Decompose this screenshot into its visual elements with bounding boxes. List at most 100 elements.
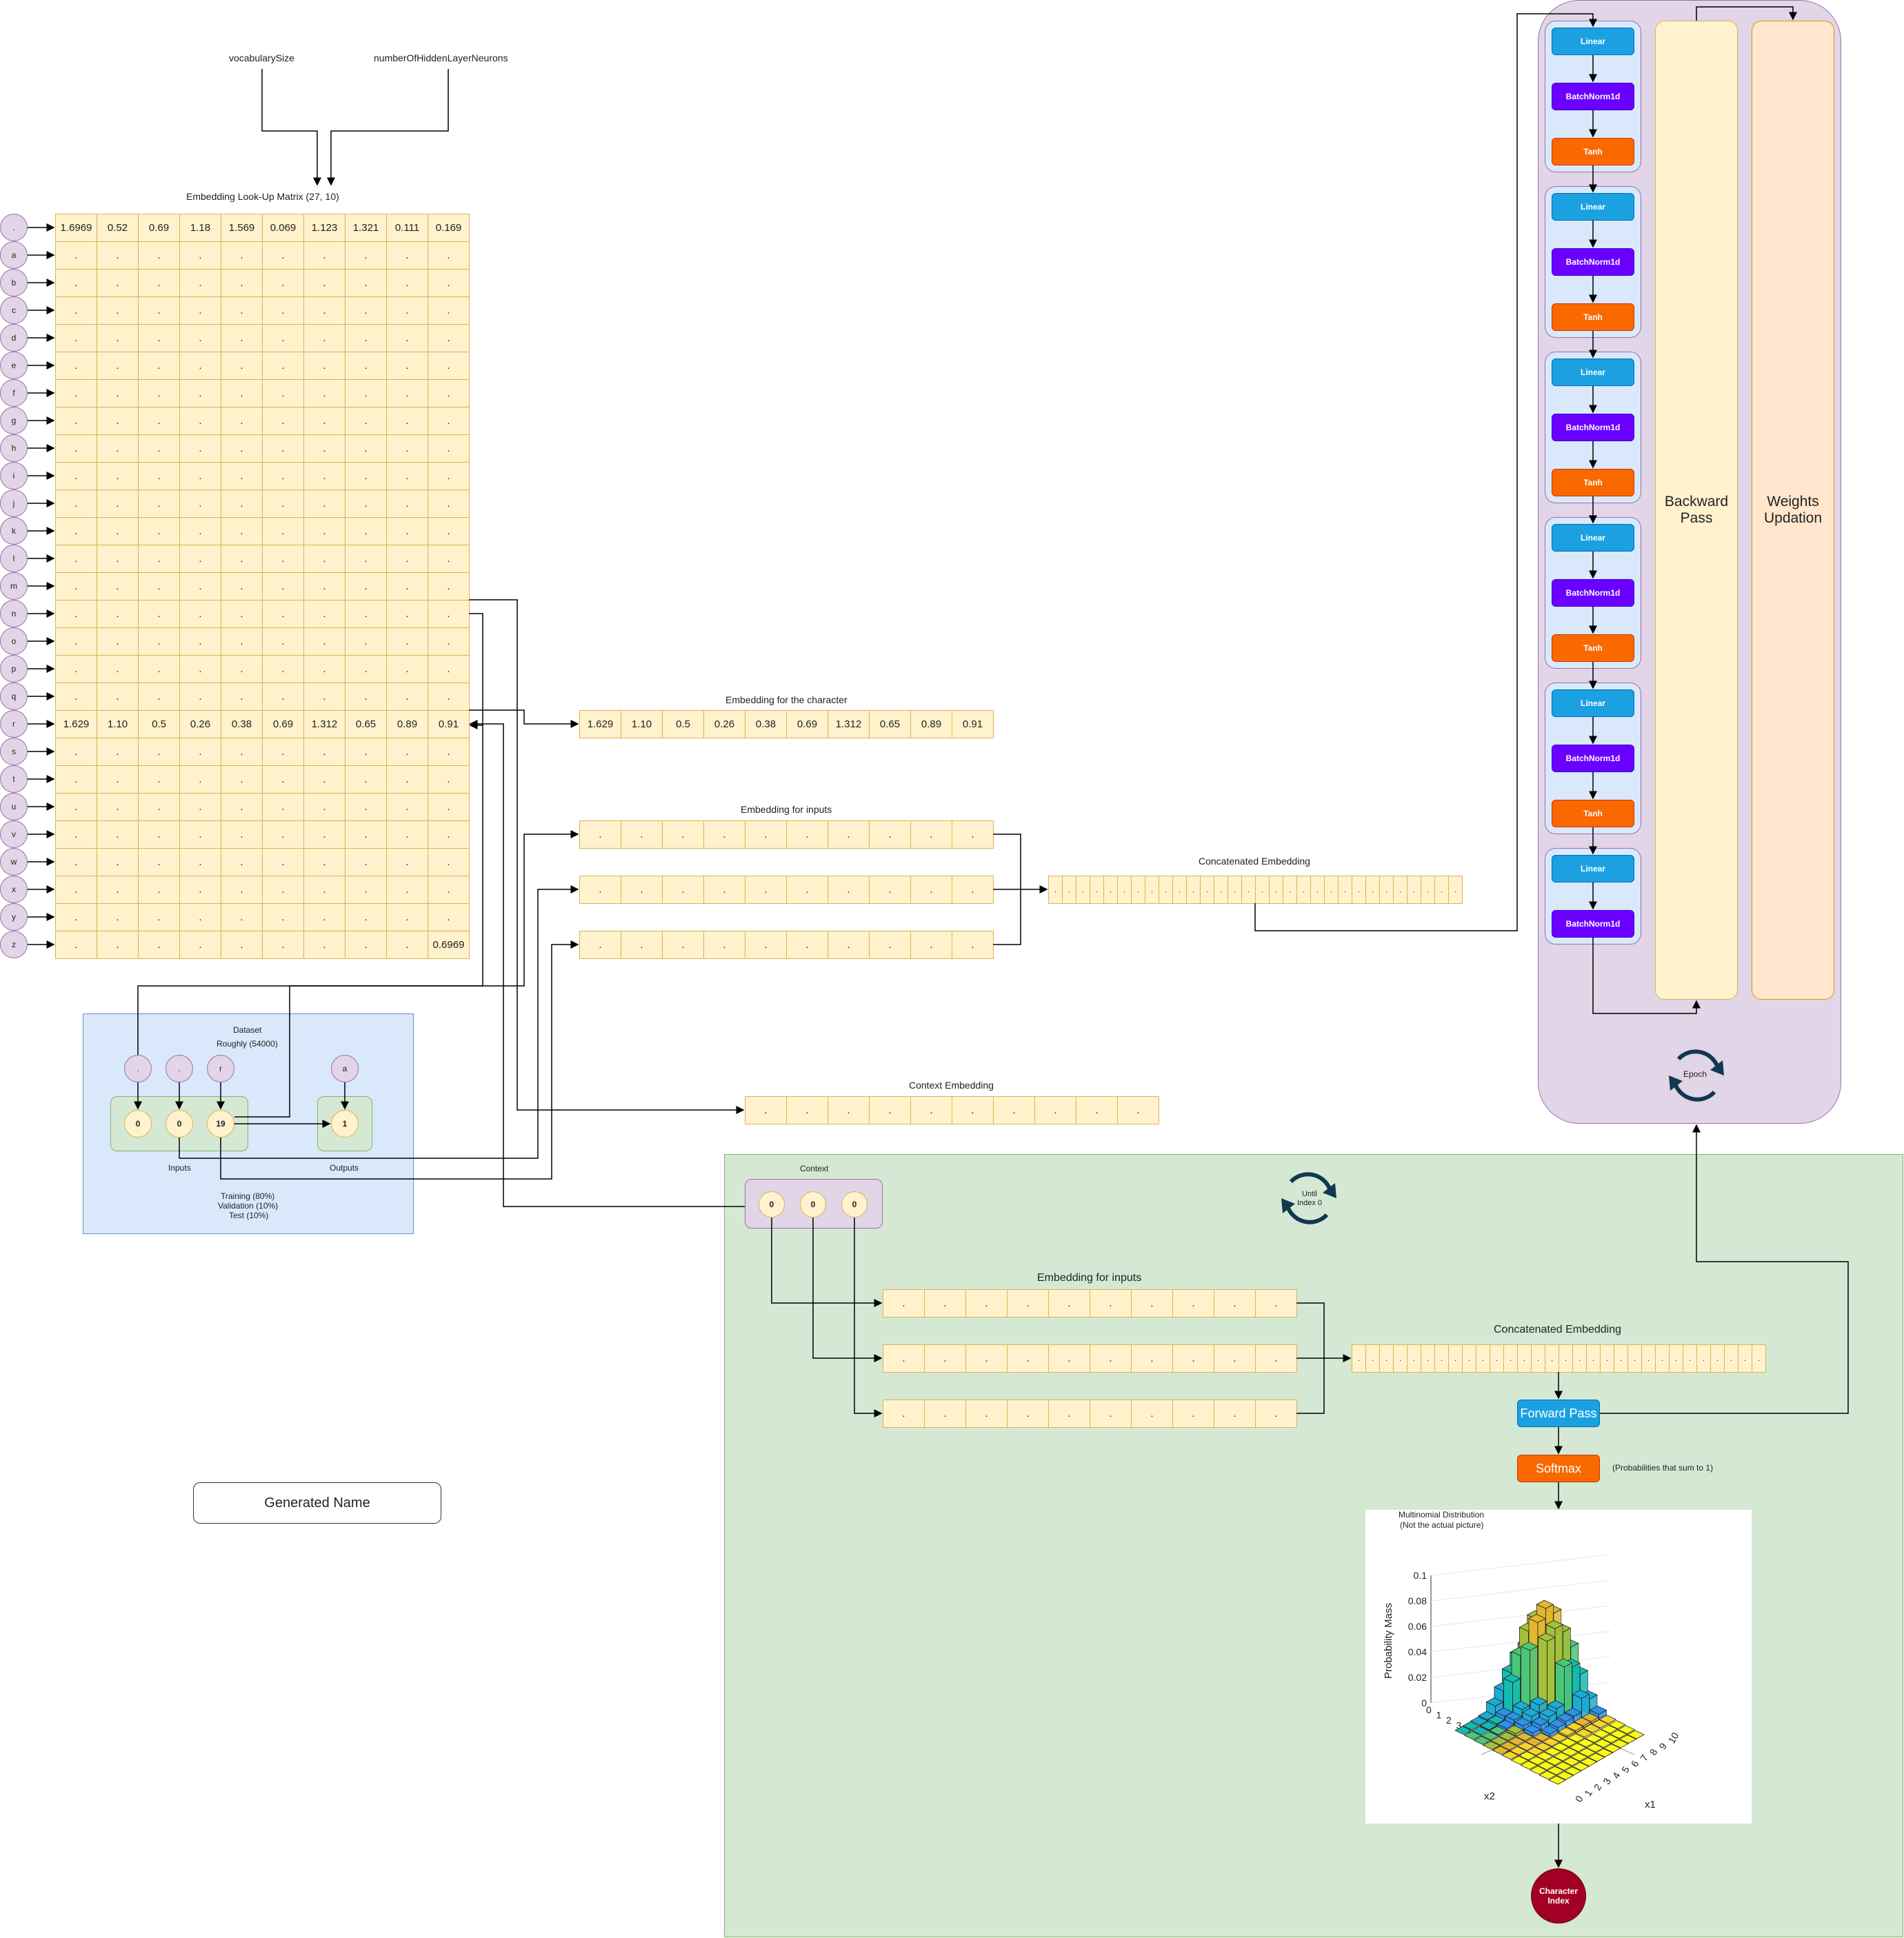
matrix-cell: . <box>428 296 470 325</box>
chart-bar <box>1556 1770 1574 1780</box>
chart-bar <box>1537 1761 1556 1770</box>
matrix-cell: . <box>262 407 304 435</box>
matrix-cell: . <box>97 296 139 325</box>
matrix-cell: . <box>55 379 97 407</box>
matrix-cell: . <box>179 793 221 821</box>
chart-gridline <box>1430 1579 1611 1602</box>
matrix-cell: . <box>262 820 304 849</box>
connector <box>234 830 579 1118</box>
chart-bar <box>1515 1732 1534 1742</box>
chart-bar <box>1520 1642 1539 1651</box>
chart-x2-label: x2 <box>1484 1790 1495 1802</box>
chart-bar <box>1512 1701 1531 1710</box>
batchnorm1d-layer: BatchNorm1d <box>1552 579 1634 607</box>
matrix-cell: . <box>138 462 180 490</box>
forward-pass-button[interactable]: Forward Pass <box>1517 1400 1600 1427</box>
chart-bar <box>1541 1725 1559 1735</box>
matrix-cell: . <box>428 241 470 270</box>
chart-bar <box>1501 1750 1519 1760</box>
chart-bar <box>1562 1757 1581 1766</box>
matrix-cell: 0.069 <box>262 214 304 242</box>
input-embedding-cell: . <box>703 820 745 849</box>
matrix-cell: . <box>262 324 304 352</box>
chart-bar <box>1499 1741 1518 1750</box>
gen-embedding-cell: . <box>1255 1400 1297 1428</box>
chart-gridline <box>1430 1554 1611 1576</box>
matrix-cell: . <box>262 462 304 490</box>
matrix-cell: . <box>221 324 263 352</box>
matrix-cell: . <box>428 434 470 463</box>
chart-bar <box>1572 1762 1590 1771</box>
chart-bar <box>1587 1753 1605 1762</box>
chart-bar <box>1545 1620 1563 1629</box>
row-label-g: g <box>0 407 28 434</box>
chart-bar <box>1556 1713 1574 1722</box>
dataset-subtitle: Roughly (54000) <box>217 1039 278 1049</box>
softmax-button[interactable]: Softmax <box>1517 1455 1600 1482</box>
context-embedding-cell: . <box>993 1096 1035 1124</box>
chart-bar <box>1567 1733 1585 1743</box>
linear-layer: Linear <box>1552 524 1634 552</box>
chart-bar <box>1454 1726 1472 1735</box>
row-label-o: o <box>0 627 28 655</box>
chart-bar <box>1573 1717 1592 1726</box>
matrix-cell: 0.38 <box>221 710 263 738</box>
row-label-u: u <box>0 793 28 820</box>
chart-z-tick: 0.04 <box>1408 1646 1427 1657</box>
chart-bar <box>1592 1729 1610 1739</box>
matrix-cell: 0.5 <box>138 710 180 738</box>
matrix-cell: 0.89 <box>386 710 428 738</box>
matrix-cell: . <box>428 820 470 849</box>
matrix-cell: . <box>179 848 221 876</box>
gen-embedding-cell: . <box>965 1289 1008 1318</box>
matrix-cell: . <box>138 931 180 959</box>
matrix-cell: . <box>221 545 263 573</box>
gen-embedding-cell: . <box>883 1289 925 1318</box>
row-label-w: w <box>0 848 28 876</box>
concat-embedding-title: Concatenated Embedding <box>1199 856 1310 867</box>
matrix-cell: . <box>262 793 304 821</box>
input-embedding-cell: . <box>621 876 663 904</box>
chart-bar <box>1503 1674 1521 1683</box>
matrix-cell: . <box>221 627 263 656</box>
split-validation: Validation (10%) <box>218 1201 279 1211</box>
row-label-t: t <box>0 765 28 793</box>
matrix-cell: . <box>97 434 139 463</box>
context-embedding-cell: . <box>910 1096 952 1124</box>
matrix-cell: . <box>428 655 470 683</box>
matrix-cell: . <box>428 683 470 711</box>
input-embedding-cell: . <box>579 820 621 849</box>
chart-bar <box>1485 1697 1504 1707</box>
gen-embedding-cell: . <box>1172 1400 1214 1428</box>
row-label-dot: . <box>0 214 28 241</box>
matrix-cell: . <box>55 489 97 518</box>
connector <box>854 1218 883 1417</box>
matrix-cell: . <box>221 352 263 380</box>
chart-bar <box>1627 1730 1645 1739</box>
connector <box>469 613 483 725</box>
vocabulary-size-label: vocabularySize <box>229 52 294 63</box>
matrix-cell: . <box>97 324 139 352</box>
matrix-cell: . <box>138 876 180 904</box>
matrix-cell: . <box>221 379 263 407</box>
matrix-cell: . <box>179 517 221 545</box>
connector <box>1592 938 1701 1014</box>
chart-bar <box>1520 1760 1539 1770</box>
chart-bar <box>1531 1717 1550 1726</box>
chart-x1-tick: 10 <box>1666 1730 1681 1746</box>
chart-bar <box>1519 1751 1536 1761</box>
chart-bar <box>1496 1719 1515 1729</box>
matrix-cell: . <box>97 600 139 628</box>
gen-embedding-cell: . <box>1007 1344 1049 1373</box>
connector <box>179 885 579 1159</box>
row-label-e: e <box>0 352 28 379</box>
input-index-2: 0 <box>166 1110 193 1138</box>
matrix-cell: . <box>179 738 221 766</box>
context-embedding-cell: . <box>786 1096 828 1124</box>
chart-bar <box>1482 1741 1501 1750</box>
chart-bar <box>1527 1756 1546 1766</box>
row-label-c: c <box>0 296 28 324</box>
generated-name-box[interactable]: Generated Name <box>193 1482 441 1524</box>
matrix-cell: . <box>345 462 387 490</box>
